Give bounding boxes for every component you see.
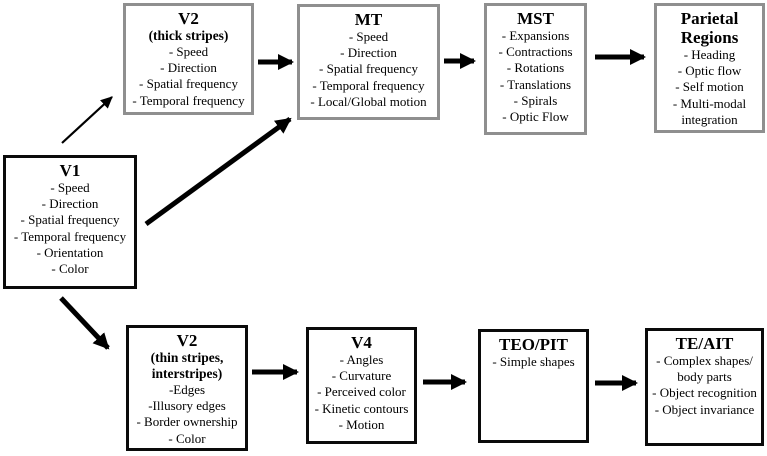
box-mt-item: - Direction xyxy=(340,45,397,61)
box-mt-title: MT xyxy=(354,10,383,29)
arrow-v1-to-v2-thick xyxy=(61,96,113,144)
box-v2-thin-item: -Illusory edges xyxy=(148,398,226,414)
box-mst-item: - Contractions xyxy=(498,44,573,60)
box-v4-title: V4 xyxy=(351,333,372,352)
box-parietal-item: - Self motion xyxy=(675,79,744,95)
box-mst-item: - Expansions xyxy=(501,28,570,43)
box-mst-title: MST xyxy=(517,9,554,28)
box-v2-thin-stripes: V2 (thin stripes, interstripes) -Edges -… xyxy=(126,325,248,451)
box-v2-thin-item: - Border ownership xyxy=(136,414,238,430)
box-mst-item: - Spirals xyxy=(513,92,558,108)
box-v1: V1 - Speed - Direction - Spatial frequen… xyxy=(3,155,137,289)
box-te-ait-item: - Object invariance xyxy=(654,401,755,417)
box-v4-item: - Kinetic contours xyxy=(314,400,409,416)
box-mt-item: - Speed xyxy=(348,29,389,44)
box-parietal-item: - Optic flow xyxy=(677,63,742,79)
box-teo-pit: TEO/PIT - Simple shapes xyxy=(478,329,589,443)
box-v4-item: - Curvature xyxy=(331,368,392,384)
box-v2-thin-item: - Color xyxy=(168,430,206,446)
arrow-v1-to-mt xyxy=(144,116,292,227)
box-v2-thick-stripes: V2 (thick stripes) - Speed - Direction -… xyxy=(123,3,254,115)
box-v4-item: - Perceived color xyxy=(317,384,406,400)
box-v2-thin-subtitle: (thin stripes, interstripes) xyxy=(150,350,224,381)
box-mst-item: - Optic Flow xyxy=(502,109,569,125)
box-v1-item: - Spatial frequency xyxy=(20,212,120,228)
box-v1-item: - Temporal frequency xyxy=(13,228,127,244)
box-teo-pit-title: TEO/PIT xyxy=(499,335,568,354)
box-parietal-regions: Parietal Regions - Heading - Optic flow … xyxy=(654,3,765,133)
box-te-ait: TE/AIT - Complex shapes/ body parts - Ob… xyxy=(645,328,764,446)
box-te-ait-item: - Object recognition xyxy=(652,385,757,401)
box-mst-item: - Translations xyxy=(499,76,572,92)
box-v4-item: - Motion xyxy=(338,416,385,432)
box-te-ait-item: - Complex shapes/ body parts xyxy=(656,353,753,385)
box-v2-thin-title: V2 xyxy=(176,331,198,350)
box-v2-thick-item: - Spatial frequency xyxy=(139,76,238,92)
box-mst: MST - Expansions - Contractions - Rotati… xyxy=(484,3,587,135)
box-v1-item: - Color xyxy=(51,261,89,277)
box-parietal-item: - Heading xyxy=(683,47,736,62)
box-mt-item: - Temporal frequency xyxy=(312,77,425,93)
box-mt: MT - Speed - Direction - Spatial frequen… xyxy=(297,4,440,120)
box-v2-thin-item: -Edges xyxy=(168,382,206,397)
box-parietal-item: - Multi-modal integration xyxy=(672,95,747,127)
box-v1-item: - Speed xyxy=(50,180,90,195)
box-v2-thick-subtitle: (thick stripes) xyxy=(148,28,229,43)
box-v1-item: - Direction xyxy=(41,196,99,212)
box-v2-thick-item: - Speed xyxy=(168,44,209,59)
box-v2-thick-title: V2 xyxy=(178,9,199,28)
box-v1-title: V1 xyxy=(59,161,81,180)
box-teo-pit-item: - Simple shapes xyxy=(492,354,575,369)
arrow-v1-to-v2-thin xyxy=(59,296,110,350)
box-te-ait-title: TE/AIT xyxy=(675,334,734,353)
box-v4: V4 - Angles - Curvature - Perceived colo… xyxy=(306,327,417,444)
box-mst-item: - Rotations xyxy=(506,60,565,76)
box-v1-item: - Orientation xyxy=(36,244,104,260)
box-v4-item: - Angles xyxy=(339,352,384,367)
box-parietal-title: Parietal Regions xyxy=(680,9,739,47)
box-mt-item: - Local/Global motion xyxy=(310,93,427,109)
box-v2-thick-item: - Direction xyxy=(160,60,217,76)
box-v2-thick-item: - Temporal frequency xyxy=(132,92,245,108)
box-mt-item: - Spatial frequency xyxy=(319,61,418,77)
